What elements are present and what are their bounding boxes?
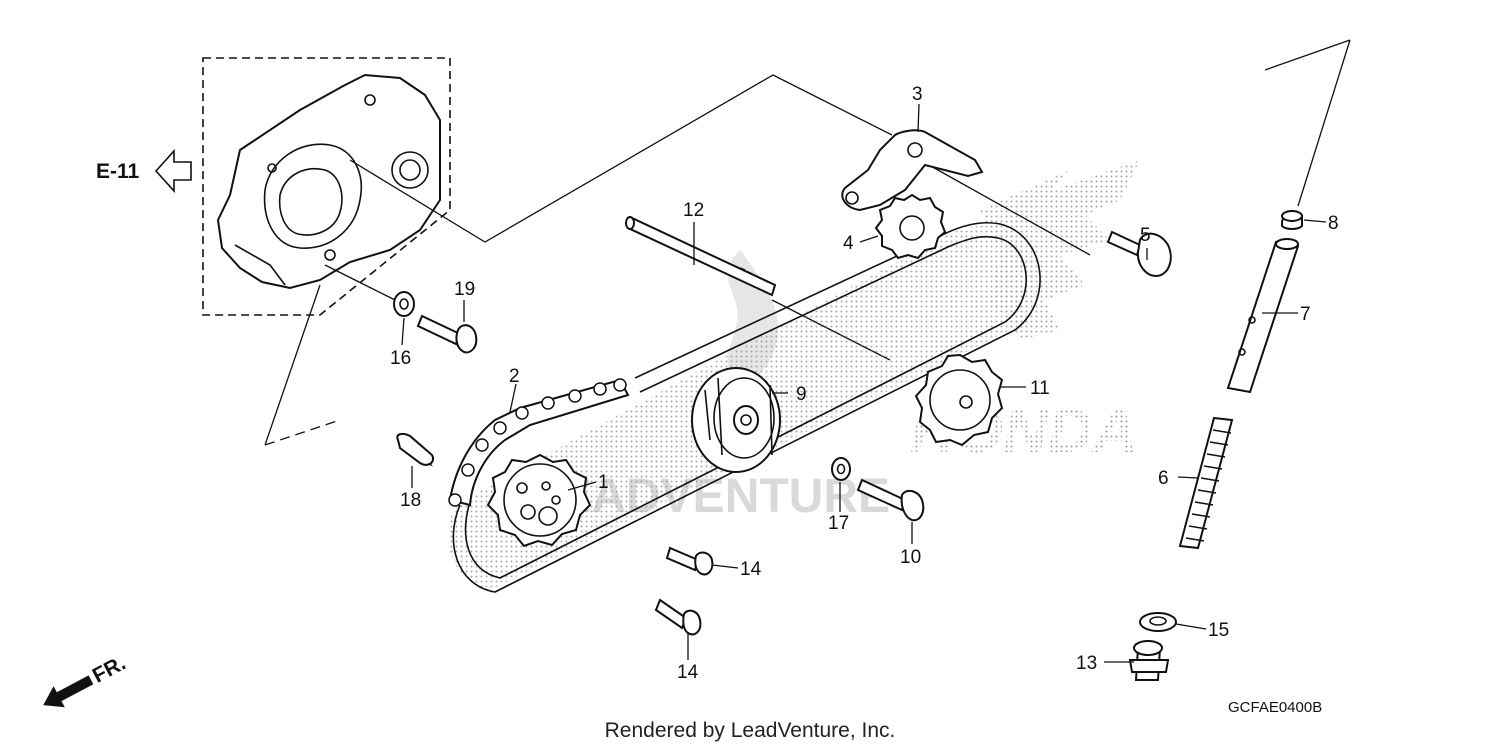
callout-12[interactable]: 12 — [683, 200, 704, 221]
pivot-bolt[interactable] — [1106, 230, 1172, 278]
crankcase-cover-reference[interactable] — [202, 57, 451, 316]
dowel-collar[interactable] — [396, 432, 434, 467]
callout-2[interactable]: 2 — [509, 366, 520, 387]
flange-bolt-19[interactable] — [416, 314, 478, 354]
sealing-washer[interactable] — [1139, 612, 1177, 632]
front-arrow-icon — [43, 675, 94, 708]
tensioner-spring[interactable] — [1178, 416, 1234, 550]
callout-1[interactable]: 1 — [598, 472, 609, 493]
callout-9[interactable]: 9 — [796, 384, 807, 405]
tensioner-sprocket[interactable] — [874, 193, 947, 260]
cam-sprocket[interactable] — [914, 353, 1004, 447]
callout-13[interactable]: 13 — [1076, 653, 1097, 674]
callout-16[interactable]: 16 — [390, 348, 411, 369]
footer-credit: Rendered by LeadVenture, Inc. — [605, 719, 896, 742]
callout-labels: 1 2 3 4 5 6 7 8 9 10 11 12 13 14 14 15 1… — [390, 84, 1339, 683]
callout-5[interactable]: 5 — [1140, 225, 1151, 246]
callout-11[interactable]: 11 — [1030, 378, 1050, 399]
front-direction-indicator: FR. — [43, 651, 130, 708]
roller-bolt[interactable] — [856, 478, 925, 522]
flange-bolt-upper[interactable] — [665, 546, 714, 576]
callout-leaders — [401, 103, 1327, 663]
tensioner-push-rod[interactable] — [1226, 238, 1300, 394]
callout-10[interactable]: 10 — [900, 547, 921, 568]
sealing-bolt[interactable] — [1128, 640, 1170, 681]
diagram-code: GCFAE0400B — [1228, 699, 1322, 716]
rod-cap[interactable] — [1281, 210, 1303, 230]
callout-18[interactable]: 18 — [400, 490, 421, 511]
reference-arrow-icon[interactable] — [154, 148, 192, 194]
callout-8[interactable]: 8 — [1328, 213, 1339, 234]
callout-19[interactable]: 19 — [454, 279, 475, 300]
washer-16[interactable] — [393, 291, 415, 317]
callout-7[interactable]: 7 — [1300, 304, 1311, 325]
tensioner-arm[interactable] — [841, 129, 984, 212]
callout-17[interactable]: 17 — [828, 513, 849, 534]
washer-17[interactable] — [831, 457, 851, 481]
flange-bolt-lower[interactable] — [654, 598, 702, 636]
callout-15[interactable]: 15 — [1208, 620, 1229, 641]
timing-sprocket[interactable] — [486, 453, 592, 548]
callout-14-upper[interactable]: 14 — [740, 559, 762, 580]
reference-code[interactable]: E-11 — [96, 160, 140, 183]
callout-4[interactable]: 4 — [843, 233, 854, 254]
front-label: FR. — [89, 651, 130, 687]
guide-roller[interactable] — [691, 367, 781, 473]
callout-14-lower[interactable]: 14 — [677, 662, 699, 683]
roller-shaft[interactable] — [625, 216, 777, 297]
callout-6[interactable]: 6 — [1158, 468, 1169, 489]
construction-lines — [264, 39, 1351, 446]
callout-3[interactable]: 3 — [912, 84, 923, 105]
